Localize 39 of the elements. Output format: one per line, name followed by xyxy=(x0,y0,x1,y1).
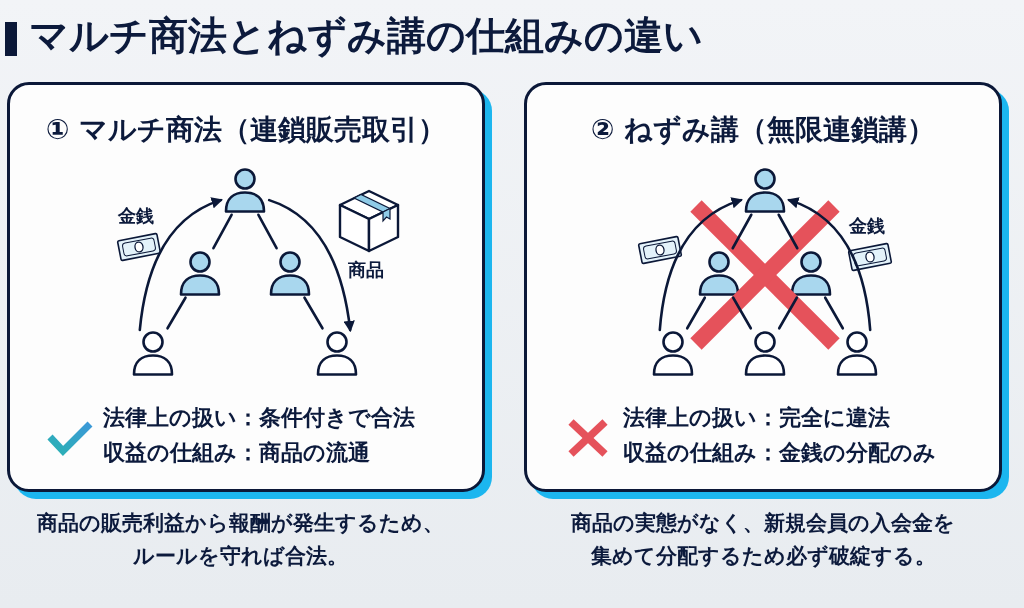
panel xyxy=(524,82,1002,492)
panel-note: 商品の実態がなく、新規会員の入会金を集めて分配するため必ず破綻する。 xyxy=(570,510,956,570)
connector-line xyxy=(257,213,278,250)
arrow xyxy=(138,197,223,332)
arrow xyxy=(787,197,872,332)
status-text: 収益の仕組み：金銭の分配のみ xyxy=(623,439,936,467)
arrow xyxy=(267,198,355,333)
panel-heading: ② ねずみ講（無限連鎖講） xyxy=(590,112,936,148)
connector-line xyxy=(731,296,753,330)
status-text: 法律上の扱い：完全に違法 xyxy=(623,404,890,432)
panel-heading: ① マルチ商法（連鎖販売取引） xyxy=(45,112,447,148)
connector-line xyxy=(731,213,753,250)
person-icon xyxy=(789,250,833,296)
edge-label: 金銭 xyxy=(849,214,885,238)
connector-line xyxy=(212,213,233,250)
edge-label: 金銭 xyxy=(118,204,154,228)
person-icon xyxy=(268,250,312,296)
connector-line xyxy=(777,296,799,330)
connector-line xyxy=(823,296,845,330)
person-icon xyxy=(223,167,267,213)
person-icon xyxy=(743,167,787,213)
connector-line xyxy=(685,296,707,330)
person-icon xyxy=(131,330,175,376)
panel xyxy=(7,82,485,492)
connector-line xyxy=(777,213,799,250)
arrow xyxy=(658,197,743,332)
person-icon xyxy=(651,330,695,376)
connector-line xyxy=(166,296,187,330)
person-icon xyxy=(835,330,879,376)
person-icon xyxy=(697,250,741,296)
person-icon xyxy=(178,250,222,296)
person-icon xyxy=(315,330,359,376)
edge-label: 商品 xyxy=(348,258,384,282)
title: マルチ商法とねずみ講の仕組みの違い xyxy=(29,12,703,60)
connector-line xyxy=(303,296,324,330)
panel-note: 商品の販売利益から報酬が発生するため、ルールを守れば合法。 xyxy=(36,510,445,570)
status-text: 収益の仕組み：商品の流通 xyxy=(103,439,370,467)
person-icon xyxy=(743,330,787,376)
status-text: 法律上の扱い：条件付きで合法 xyxy=(103,404,415,432)
